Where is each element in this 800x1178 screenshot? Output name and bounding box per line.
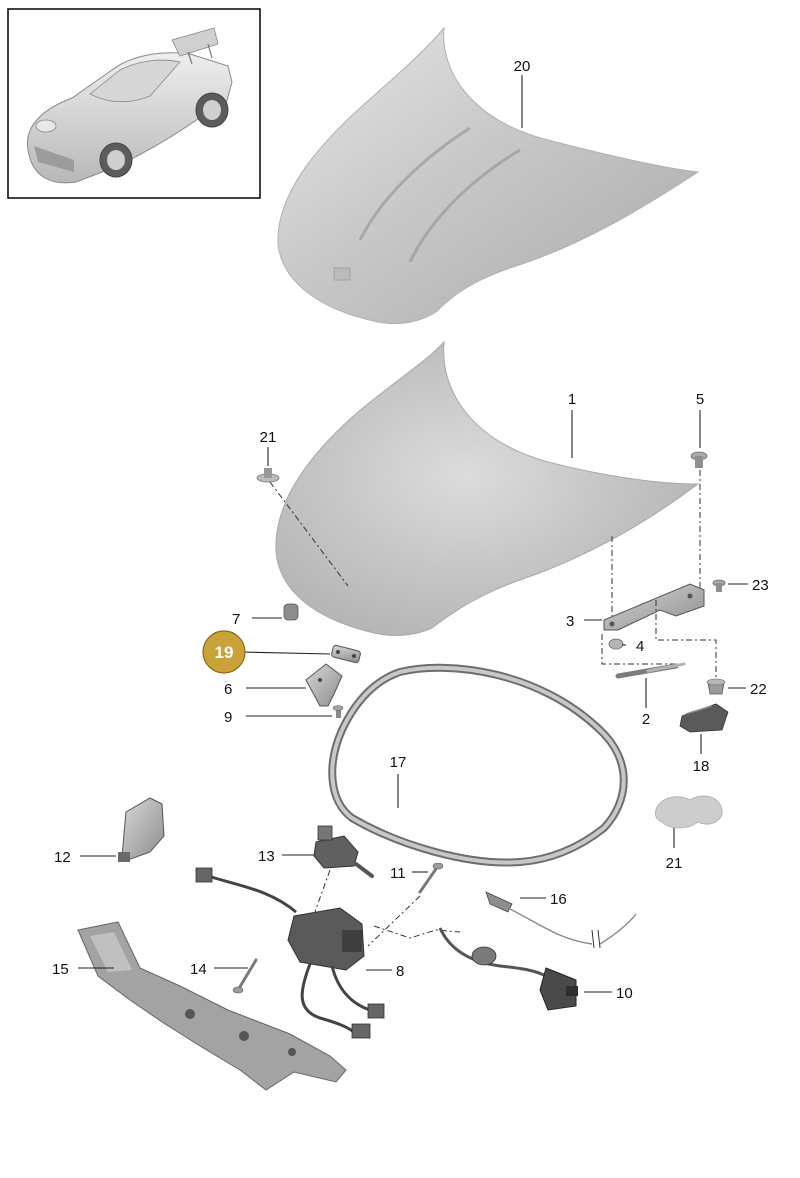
callout-2: 2 [642, 711, 650, 728]
part-6-bracket [305, 663, 343, 707]
callout-4: 4 [636, 638, 644, 655]
part-3-hinge [603, 583, 705, 631]
part-7-buffer [283, 603, 299, 621]
part-9-screw [332, 705, 344, 718]
callout-19: 19 [215, 643, 234, 662]
callout-18: 18 [693, 758, 710, 775]
callout-20: 20 [514, 58, 531, 75]
callout-5: 5 [696, 391, 704, 408]
callout-17: 17 [390, 754, 407, 771]
callout-8: 8 [396, 963, 404, 980]
callout-1: 1 [568, 391, 576, 408]
part-18-latch-cover [679, 703, 729, 733]
part-14-bolt [232, 958, 258, 994]
part-12-bracket [118, 797, 165, 862]
part-19-bracket [331, 644, 361, 664]
callout-10: 10 [616, 985, 633, 1002]
vehicle-thumbnail [7, 8, 261, 199]
callout-16: 16 [550, 891, 567, 908]
car-illustration [26, 27, 233, 184]
part-4-nut [608, 638, 624, 650]
part-1-hood [275, 340, 700, 636]
part-16-cable-end [485, 891, 637, 949]
part-15-crossmember [77, 921, 347, 1091]
part-8-lock-assembly [195, 867, 385, 1039]
callout-22: 22 [750, 681, 767, 698]
part-22-clip [706, 678, 726, 695]
callout-21-bottom: 21 [666, 855, 683, 872]
part-5-bolt [690, 451, 708, 468]
part-2-gas-strut [615, 662, 686, 679]
callout-7: 7 [232, 611, 240, 628]
part-11-bolt [418, 862, 444, 894]
part-23-bolt [712, 579, 726, 592]
part-17-seal [328, 663, 628, 867]
callout-19-badge[interactable]: 19 [202, 630, 246, 674]
part-21-clip-top [256, 468, 280, 483]
callout-21-top: 21 [260, 429, 277, 446]
callout-12: 12 [54, 849, 71, 866]
callout-23: 23 [752, 577, 769, 594]
callout-3: 3 [566, 613, 574, 630]
part-21-pad [654, 795, 723, 829]
callout-6: 6 [224, 681, 232, 698]
callout-13: 13 [258, 848, 275, 865]
callout-9: 9 [224, 709, 232, 726]
callout-11: 11 [390, 865, 406, 882]
part-13-switch [313, 825, 374, 878]
callout-14: 14 [190, 961, 207, 978]
part-10-release [438, 927, 578, 1011]
part-20-hood-outer [277, 26, 700, 325]
callout-15: 15 [52, 961, 69, 978]
